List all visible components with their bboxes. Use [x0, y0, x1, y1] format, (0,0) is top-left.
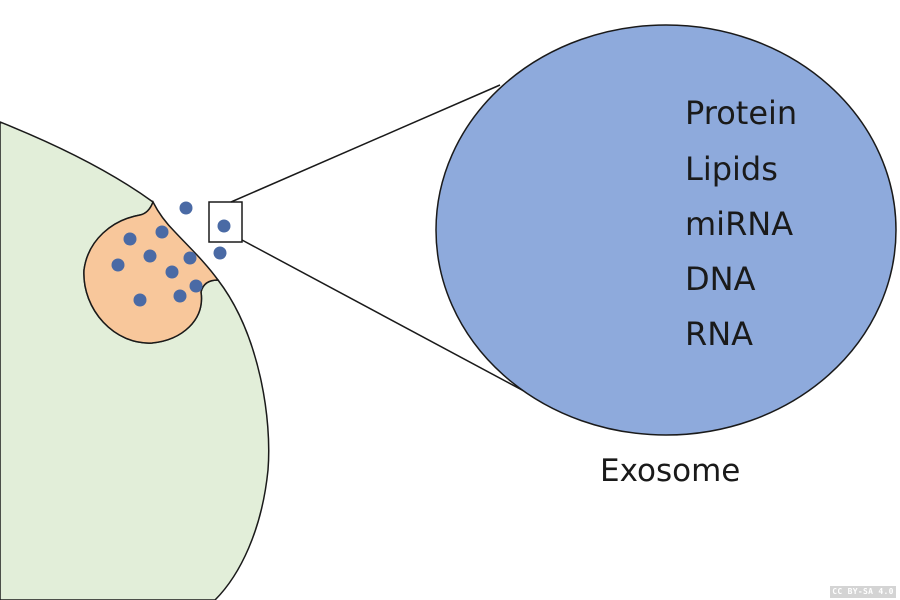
content-item-rna: RNA: [685, 315, 753, 353]
released-exosome-2: [217, 219, 231, 233]
exosome-caption: Exosome: [600, 453, 740, 489]
released-exosome-1: [179, 201, 193, 215]
zoom-box: [208, 201, 243, 243]
zoom-line-bottom: [241, 239, 551, 406]
intraluminal-vesicle-3: [111, 258, 125, 272]
content-item-protein: Protein: [685, 94, 797, 132]
license-badge: CC BY-SA 4.0: [830, 586, 896, 598]
exosome-contents-list: Protein Lipids miRNA DNA RNA: [685, 94, 797, 353]
cell-body: [0, 121, 270, 600]
multivesicular-body: [83, 200, 220, 344]
content-item-mirna: miRNA: [685, 205, 793, 243]
intraluminal-vesicle-6: [165, 265, 179, 279]
intraluminal-vesicles: [111, 225, 203, 307]
content-item-dna: DNA: [685, 260, 756, 298]
released-exosomes: [179, 201, 231, 260]
released-exosome-3: [213, 246, 227, 260]
intraluminal-vesicle-4: [143, 249, 157, 263]
exosome-magnified: [435, 24, 897, 436]
intraluminal-vesicle-1: [123, 232, 137, 246]
intraluminal-vesicle-2: [155, 225, 169, 239]
zoom-line-top: [230, 84, 501, 203]
intraluminal-vesicle-8: [173, 289, 187, 303]
content-item-lipids: Lipids: [685, 150, 778, 188]
intraluminal-vesicle-9: [189, 279, 203, 293]
intraluminal-vesicle-5: [183, 251, 197, 265]
intraluminal-vesicle-7: [133, 293, 147, 307]
